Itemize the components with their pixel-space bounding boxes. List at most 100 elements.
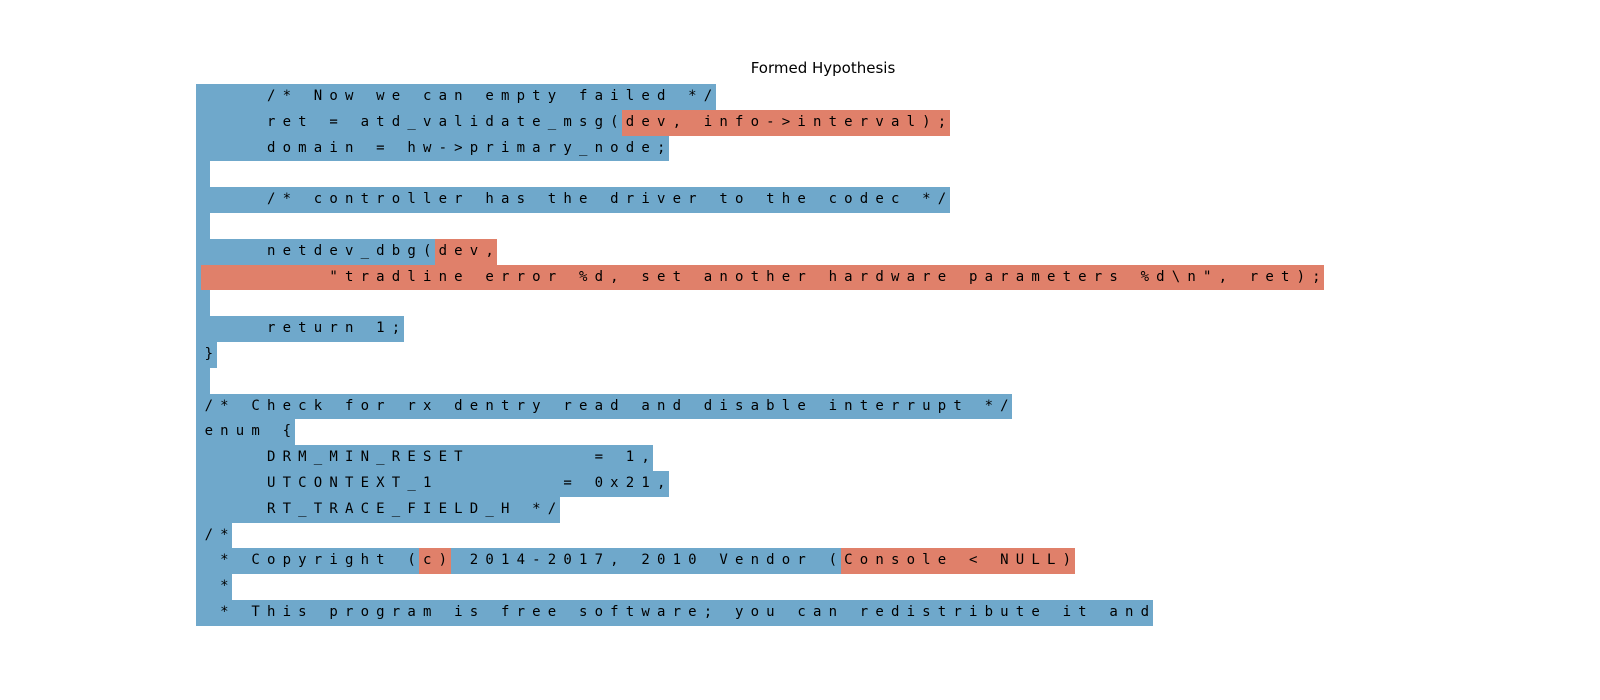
code-char: _ bbox=[544, 109, 560, 136]
code-char bbox=[201, 316, 217, 342]
code-char: r bbox=[310, 548, 326, 575]
code-char bbox=[1043, 600, 1059, 626]
code-char: a bbox=[497, 109, 513, 136]
code-char: m bbox=[513, 135, 529, 162]
code-char: r bbox=[669, 600, 685, 626]
code-char: d bbox=[856, 187, 872, 213]
code-char bbox=[575, 445, 591, 471]
code-char: N bbox=[310, 84, 326, 110]
code-char: o bbox=[778, 548, 794, 575]
code-char bbox=[559, 264, 576, 291]
code-char: a bbox=[700, 264, 716, 291]
newline-token bbox=[195, 161, 211, 188]
code-char: T bbox=[341, 471, 357, 497]
code-char: U bbox=[1012, 548, 1028, 575]
code-char: L bbox=[1043, 548, 1059, 575]
code-char: 7 bbox=[591, 548, 607, 575]
code-char: o bbox=[357, 393, 373, 420]
code-char: r bbox=[544, 264, 560, 291]
code-char bbox=[559, 84, 576, 110]
code-char: l bbox=[403, 187, 420, 213]
code-char bbox=[949, 548, 966, 575]
code-char: 0 bbox=[481, 548, 498, 575]
code-char: a bbox=[435, 84, 451, 110]
code-char: m bbox=[559, 109, 576, 136]
code-char: e bbox=[450, 264, 467, 291]
code-char: n bbox=[715, 109, 732, 136]
code-char: e bbox=[1074, 264, 1091, 291]
code-char: , bbox=[669, 109, 685, 136]
code-char: f bbox=[575, 84, 591, 110]
code-char: e bbox=[684, 600, 701, 626]
code-char: r bbox=[918, 264, 935, 291]
code-char: s bbox=[513, 187, 529, 213]
code-char: C bbox=[840, 548, 857, 575]
code-char: a bbox=[637, 393, 654, 420]
code-char: t bbox=[544, 187, 560, 213]
code-char: _ bbox=[481, 496, 498, 523]
code-char bbox=[403, 84, 420, 110]
code-char bbox=[232, 135, 248, 162]
code-char bbox=[528, 445, 545, 471]
code-char: o bbox=[903, 548, 919, 575]
code-char bbox=[325, 393, 342, 420]
code-char: i bbox=[466, 109, 482, 136]
code-char: 1 bbox=[419, 471, 435, 497]
code-char: e bbox=[388, 84, 404, 110]
code-char: i bbox=[325, 135, 342, 162]
code-char bbox=[201, 135, 217, 162]
code-char: d bbox=[1152, 264, 1169, 291]
code-char: i bbox=[903, 600, 919, 626]
code-char: r bbox=[856, 109, 872, 136]
code-char: t bbox=[1059, 264, 1075, 291]
code-char: o bbox=[747, 600, 763, 626]
code-char: d bbox=[263, 135, 279, 162]
code-char: b bbox=[388, 238, 404, 265]
code-char: ; bbox=[653, 135, 669, 162]
code-char: o bbox=[357, 600, 373, 626]
newline-token bbox=[195, 290, 211, 317]
code-char: r bbox=[372, 187, 389, 213]
code-char bbox=[201, 496, 217, 523]
code-char bbox=[232, 393, 248, 420]
code-char: s bbox=[1105, 264, 1122, 291]
code-char: h bbox=[263, 393, 279, 420]
code-char bbox=[247, 445, 264, 471]
code-char: u bbox=[762, 600, 779, 626]
code-char: w bbox=[341, 84, 357, 110]
code-char: d bbox=[622, 135, 638, 162]
code-char: _ bbox=[388, 496, 404, 523]
code-char: O bbox=[310, 471, 326, 497]
code-char: * bbox=[279, 84, 295, 110]
code-char bbox=[232, 238, 248, 265]
code-char: T bbox=[450, 445, 467, 471]
code-char: r bbox=[481, 135, 498, 162]
code-char bbox=[513, 445, 529, 471]
newline-token bbox=[195, 367, 211, 394]
code-char: r bbox=[684, 187, 701, 213]
code-char: i bbox=[700, 109, 716, 136]
code-char: _ bbox=[372, 445, 389, 471]
code-char: n bbox=[715, 264, 732, 291]
code-char: d bbox=[481, 109, 498, 136]
code-char: v bbox=[653, 109, 669, 136]
code-char: d bbox=[435, 238, 451, 265]
code-char: 2 bbox=[544, 548, 560, 575]
code-char bbox=[201, 548, 217, 575]
code-char: e bbox=[840, 109, 857, 136]
code-char: 0 bbox=[559, 548, 576, 575]
code-char bbox=[575, 471, 591, 497]
code-char: l bbox=[419, 187, 435, 213]
code-char: r bbox=[856, 264, 872, 291]
code-char: ; bbox=[388, 316, 404, 342]
code-char bbox=[466, 445, 482, 471]
code-char: e bbox=[528, 109, 545, 136]
code-char: y bbox=[559, 135, 576, 162]
code-char: u bbox=[996, 600, 1013, 626]
code-char: f bbox=[497, 600, 513, 626]
code-char: A bbox=[341, 496, 357, 523]
code-char: v bbox=[653, 187, 669, 213]
code-char: o bbox=[606, 135, 623, 162]
code-char: w bbox=[637, 600, 654, 626]
code-char: * bbox=[216, 548, 233, 575]
